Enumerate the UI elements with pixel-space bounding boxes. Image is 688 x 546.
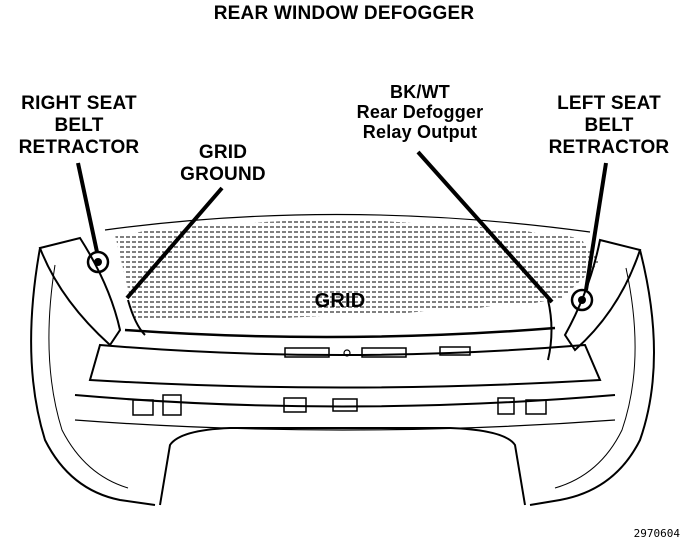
left-retractor	[570, 288, 594, 312]
leader-left-seat	[584, 162, 608, 291]
leader-right-seat	[76, 162, 99, 253]
right-retractor	[86, 250, 110, 274]
right-body-side	[30, 247, 156, 506]
leader-grid-ground	[125, 186, 224, 300]
label-relay-output: BK/WT Rear Defogger Relay Output	[356, 82, 484, 142]
label-right-seat-belt-retractor: RIGHT SEAT BELT RETRACTOR	[18, 93, 140, 158]
deck-vent	[284, 347, 330, 358]
fastener	[497, 397, 515, 415]
deck-vent	[439, 346, 471, 356]
rear-deck	[88, 343, 602, 389]
left-body-side	[529, 249, 655, 506]
rear-glass	[115, 220, 600, 319]
fastener	[283, 397, 307, 413]
label-grid-ground: GRID GROUND	[180, 142, 266, 185]
grid-wire	[127, 299, 146, 336]
fastener	[132, 399, 154, 416]
fastener	[525, 399, 547, 415]
leader-relay-output	[416, 150, 554, 304]
deck-vent	[361, 347, 407, 358]
trunk-opening	[159, 427, 526, 506]
fastener	[332, 398, 358, 412]
diagram-title: REAR WINDOW DEFOGGER	[213, 3, 475, 24]
fastener	[162, 394, 182, 416]
figure-number: 2970604	[633, 527, 680, 540]
label-grid: GRID	[314, 290, 366, 312]
glass-lower-edge	[124, 326, 556, 339]
label-left-seat-belt-retractor: LEFT SEAT BELT RETRACTOR	[548, 93, 670, 158]
left-pillar	[563, 238, 642, 352]
glass-upper-edge	[104, 213, 591, 233]
right-pillar	[38, 236, 122, 347]
